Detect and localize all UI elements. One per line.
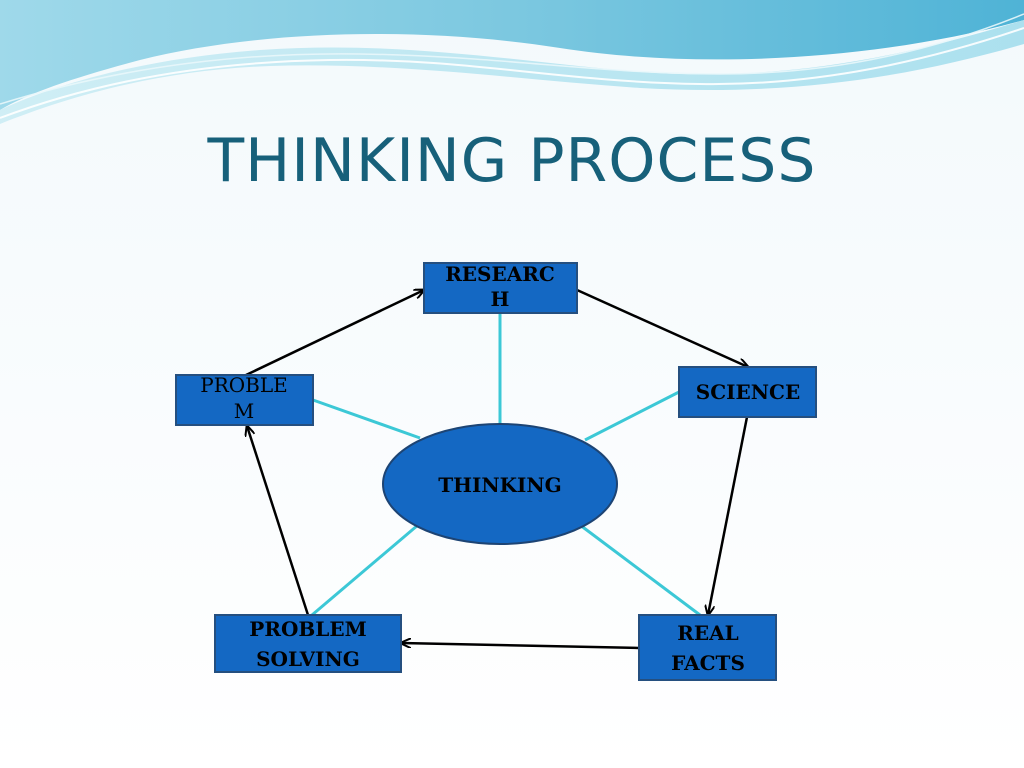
node-research: RESEARC H	[423, 262, 578, 314]
node-problem-solving: PROBLEM SOLVING	[214, 614, 402, 673]
connector-thinking-science	[584, 390, 680, 442]
connector-thinking-problem	[312, 398, 421, 440]
node-science-line-1: SCIENCE	[696, 380, 800, 404]
arrow-problem-to-research	[245, 290, 424, 377]
arrow-real-facts-to-problem-solving	[401, 643, 640, 650]
center-node-thinking: THINKING	[382, 423, 618, 545]
node-real-facts-line-2: FACTS	[671, 651, 745, 675]
node-real-facts-line-1: REAL	[677, 621, 738, 645]
arrow-research-to-science	[576, 288, 748, 367]
node-problem: PROBLE M	[175, 373, 314, 426]
connector-thinking-problem-solving	[311, 523, 419, 617]
arrow-science-to-real-facts	[708, 416, 749, 615]
node-problem-line-2: M	[234, 399, 254, 423]
node-real-facts: REAL FACTS	[638, 614, 777, 681]
node-problem-line-1: PROBLE	[200, 373, 288, 397]
connector-lines	[311, 313, 701, 617]
wave-line-2	[0, 13, 1024, 105]
cycle-arrows	[245, 288, 749, 650]
wave-band-dark	[0, 0, 1024, 110]
node-research-line-2: H	[491, 287, 510, 311]
wave-band-light	[0, 20, 1024, 124]
connector-thinking-real-facts	[579, 523, 701, 617]
center-node-label: THINKING	[438, 473, 562, 497]
node-problem-solving-line-1: PROBLEM	[249, 617, 366, 641]
node-problem-solving-line-2: SOLVING	[256, 647, 360, 671]
node-science: SCIENCE	[678, 366, 817, 418]
wave-line-1	[0, 27, 1024, 119]
slide-title: THINKING PROCESS	[207, 126, 817, 196]
node-research-line-1: RESEARC	[445, 262, 555, 286]
header-wave-decoration	[0, 0, 1024, 124]
arrow-problem-solving-to-problem	[247, 426, 310, 616]
